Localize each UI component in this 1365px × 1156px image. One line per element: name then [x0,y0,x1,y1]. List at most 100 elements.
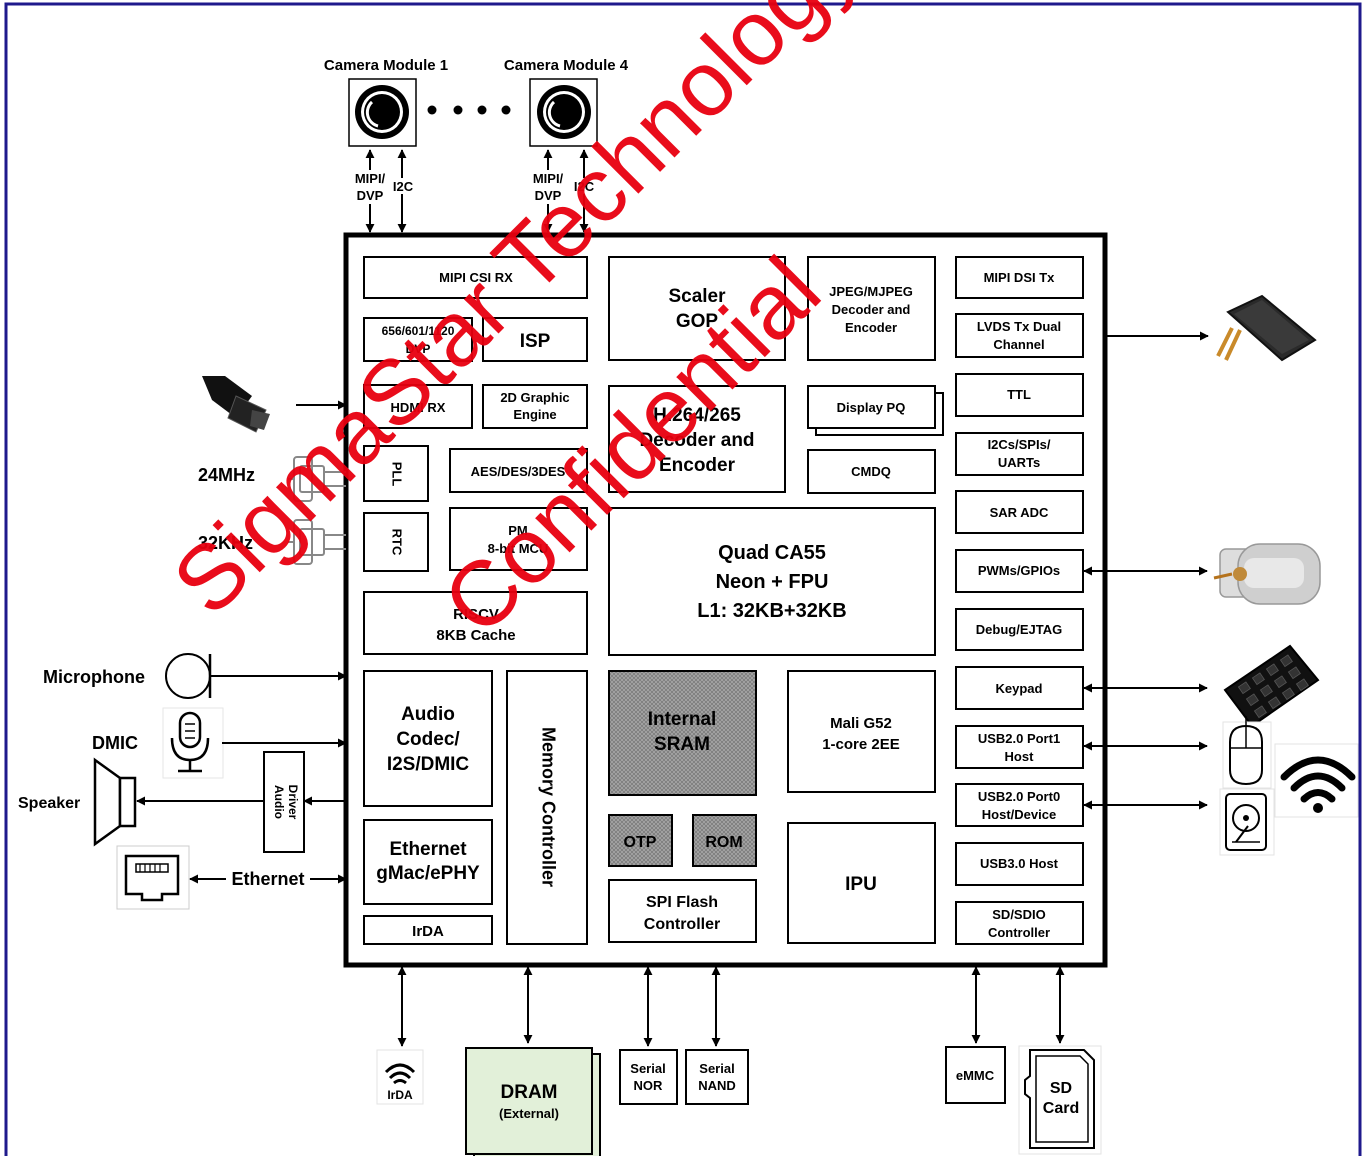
svg-text:USB2.0 Port0: USB2.0 Port0 [978,789,1060,804]
svg-text:Quad CA55: Quad CA55 [718,542,826,564]
audio-driver-block: Audio Driver [264,752,304,852]
serial-nand-chip: Serial NAND [686,1050,748,1104]
svg-text:USB2.0 Port1: USB2.0 Port1 [978,731,1060,746]
svg-text:gMac/ePHY: gMac/ePHY [376,863,480,884]
svg-text:1-core 2EE: 1-core 2EE [822,736,900,753]
block-display-pq: Display PQ [808,386,943,435]
block-rtc: RTC [364,513,428,571]
svg-text:CMDQ: CMDQ [851,464,891,479]
sd-card-icon: SD Card [1019,1046,1101,1154]
svg-text:Controller: Controller [988,925,1050,940]
block-pwms-gpios: PWMs/GPIOs [956,550,1083,592]
i2c-label-1: I2C [393,179,414,194]
block-mali-gpu: Mali G52 1-core 2EE [788,671,935,792]
svg-text:NOR: NOR [634,1078,664,1093]
svg-text:2D Graphic: 2D Graphic [500,390,569,405]
svg-text:Debug/EJTAG: Debug/EJTAG [976,622,1062,637]
microphone-icon [166,654,210,698]
svg-text:Neon + FPU: Neon + FPU [716,571,829,593]
block-ttl: TTL [956,374,1083,416]
lcd-panel-icon [1218,296,1315,360]
svg-text:Card: Card [1043,1100,1079,1117]
svg-text:Channel: Channel [993,337,1044,352]
block-cpu-quad-ca55: Quad CA55 Neon + FPU L1: 32KB+32KB [609,508,935,655]
wifi-icon [1275,744,1358,817]
mipi-dvp-label-1b: DVP [357,188,384,203]
svg-text:Serial: Serial [699,1061,734,1076]
block-rom: ROM [693,815,756,866]
svg-text:Audio: Audio [272,785,286,819]
svg-text:Display PQ: Display PQ [837,400,906,415]
svg-text:Mali G52: Mali G52 [830,715,892,732]
svg-text:MIPI DSI Tx: MIPI DSI Tx [984,270,1056,285]
svg-text:PWMs/GPIOs: PWMs/GPIOs [978,563,1060,578]
svg-text:L1: 32KB+32KB: L1: 32KB+32KB [697,600,847,622]
svg-text:IPU: IPU [845,874,877,895]
motor-icon [1214,544,1320,604]
block-irda: IrDA [364,916,492,944]
emmc-chip: eMMC [946,1047,1005,1103]
dmic-icon [163,708,223,778]
svg-text:Controller: Controller [644,916,720,933]
block-usb20-port1: USB2.0 Port1 Host [956,726,1083,768]
irda-icon: IrDA [377,1050,423,1104]
svg-text:SRAM: SRAM [654,734,710,755]
block-sd-sdio: SD/SDIO Controller [956,902,1083,944]
block-debug-ejtag: Debug/EJTAG [956,609,1083,650]
block-otp: OTP [609,815,672,866]
block-spi-flash: SPI Flash Controller [609,880,756,942]
svg-text:UARTs: UARTs [998,455,1040,470]
speaker-label: Speaker [18,795,80,812]
svg-text:SD: SD [1050,1080,1072,1097]
svg-text:Engine: Engine [513,407,556,422]
speaker-icon [95,760,135,844]
camera-module-4-label: Camera Module 4 [504,57,629,74]
mipi-dvp-label-1a: MIPI/ [355,171,386,186]
svg-text:eMMC: eMMC [956,1068,995,1083]
block-mipi-dsi-tx: MIPI DSI Tx [956,257,1083,298]
svg-text:RTC: RTC [390,529,405,556]
block-2d-graphic-engine: 2D Graphic Engine [483,385,587,428]
svg-text:SAR ADC: SAR ADC [990,505,1049,520]
svg-text:TTL: TTL [1007,387,1031,402]
svg-text:USB3.0 Host: USB3.0 Host [980,856,1059,871]
block-memory-controller: Memory Controller [507,671,587,944]
block-cmdq: CMDQ [808,450,935,493]
serial-nor-chip: Serial NOR [620,1050,677,1104]
block-keypad: Keypad [956,667,1083,709]
camera-dots [428,106,511,115]
block-usb20-port0: USB2.0 Port0 Host/Device [956,784,1083,826]
svg-text:Ethernet: Ethernet [389,839,467,860]
keypad-icon [1225,646,1318,726]
svg-text:IrDA: IrDA [387,1088,413,1102]
block-audio-codec: Audio Codec/ I2S/DMIC [364,671,492,806]
svg-text:Internal: Internal [648,709,717,730]
block-ipu: IPU [788,823,935,943]
block-usb30-host: USB3.0 Host [956,843,1083,885]
mouse-icon [1223,716,1271,788]
svg-text:OTP: OTP [624,834,657,851]
svg-text:SD/SDIO: SD/SDIO [992,907,1045,922]
svg-text:Audio: Audio [401,704,455,725]
hdmi-cable-icon [202,376,270,432]
svg-text:Host: Host [1005,749,1035,764]
block-i2cs-spis-uarts: I2Cs/SPIs/ UARTs [956,433,1083,475]
ethernet-port-icon [117,846,189,909]
svg-text:DRAM: DRAM [501,1082,558,1103]
svg-text:Keypad: Keypad [996,681,1043,696]
svg-text:Codec/: Codec/ [396,729,460,750]
svg-text:Decoder and: Decoder and [832,302,911,317]
svg-text:NAND: NAND [698,1078,736,1093]
ethernet-label: Ethernet [231,869,304,889]
svg-text:Memory Controller: Memory Controller [538,727,558,887]
svg-text:Driver: Driver [286,785,300,820]
camera-module-1: Camera Module 1 [324,57,448,146]
svg-text:I2S/DMIC: I2S/DMIC [387,754,470,775]
svg-text:JPEG/MJPEG: JPEG/MJPEG [829,284,913,299]
block-lvds: LVDS Tx Dual Channel [956,314,1083,357]
svg-text:LVDS Tx Dual: LVDS Tx Dual [977,319,1061,334]
block-sar-adc: SAR ADC [956,491,1083,533]
svg-text:ROM: ROM [705,834,742,851]
microphone-label: Microphone [43,667,145,687]
